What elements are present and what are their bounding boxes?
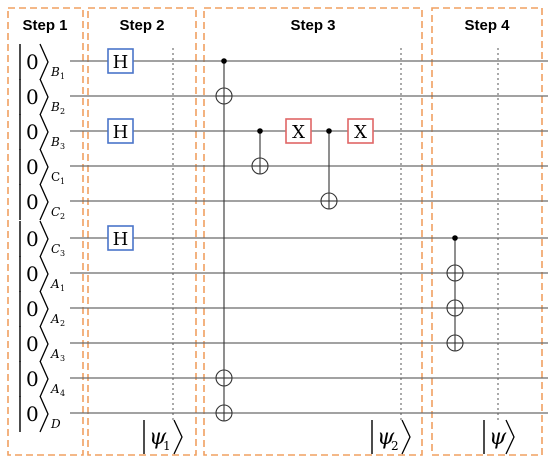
step-2-title: Step 2 <box>119 17 164 34</box>
hadamard-gate-b1: H <box>107 48 134 74</box>
ket-subscript: A <box>50 382 60 396</box>
ket-c3: 0 C 3 <box>19 220 65 258</box>
control-dot <box>452 235 458 241</box>
ket-subscript: B <box>50 65 60 79</box>
x-label: X <box>354 122 367 143</box>
ket-value: 0 <box>26 155 39 179</box>
step-4-box <box>431 7 543 456</box>
ket-subscript: B <box>50 135 60 149</box>
ket-subscript-index: 1 <box>60 72 65 81</box>
ket-value: 0 <box>26 262 39 286</box>
hadamard-gate-c3: H <box>107 225 134 251</box>
step-4-title: Step 4 <box>464 17 510 34</box>
ket-subscript-index: 2 <box>60 319 65 328</box>
ket-value: 0 <box>26 85 39 109</box>
ket-subscript: A <box>50 312 60 326</box>
hadamard-label: H <box>113 52 129 73</box>
control-dot <box>221 58 227 64</box>
step-1-box <box>7 7 84 456</box>
ket-subscript-index: 1 <box>60 284 65 293</box>
cnot-c3 <box>446 235 464 352</box>
ket-subscript-index: 3 <box>60 249 65 258</box>
ket-d: 0 D <box>19 395 61 433</box>
hadamard-gates: H H H <box>107 48 134 251</box>
state-psi1: ψ 1 <box>143 419 183 455</box>
ket-value: 0 <box>26 367 39 391</box>
target-c2 <box>320 192 338 210</box>
hadamard-gate-b3: H <box>107 118 134 144</box>
ket-a4: 0 A 4 <box>19 360 65 398</box>
ket-value: 0 <box>26 297 39 321</box>
target-a1 <box>446 264 464 282</box>
target-a3 <box>446 334 464 352</box>
control-dot <box>257 128 263 134</box>
ket-subscript: A <box>50 347 60 361</box>
state-psi2: ψ 2 <box>371 419 411 455</box>
ket-value: 0 <box>26 120 39 144</box>
psi-subscript: 1 <box>163 439 171 453</box>
ket-subscript-index: 3 <box>60 142 65 151</box>
ket-b2: 0 B 2 <box>19 78 65 116</box>
state-psi: ψ <box>483 419 515 455</box>
state-labels: ψ 1 ψ 2 ψ <box>143 419 515 455</box>
ket-subscript: C <box>51 205 60 219</box>
step-boxes <box>7 7 543 456</box>
ket-subscript: A <box>50 277 60 291</box>
x-label: X <box>292 122 305 143</box>
target-b2 <box>215 87 233 105</box>
ket-value: 0 <box>26 402 39 426</box>
cnot-b1 <box>215 58 233 422</box>
x-gates: X X <box>285 118 374 144</box>
ket-value: 0 <box>26 332 39 356</box>
ket-subscript: D <box>50 417 61 431</box>
step-titles: Step 1 Step 2 Step 3 Step 4 <box>22 17 510 34</box>
psi-symbol: ψ <box>377 425 395 450</box>
ket-subscript-index: 2 <box>60 212 65 221</box>
step-1-title: Step 1 <box>22 17 67 34</box>
step-3-title: Step 3 <box>290 17 335 34</box>
psi-subscript: 2 <box>391 439 399 453</box>
ket-c1: 0 C 1 <box>19 148 65 186</box>
ket-subscript-index: 1 <box>60 177 65 186</box>
target-c1 <box>251 157 269 175</box>
ket-subscript: B <box>50 100 60 114</box>
ket-value: 0 <box>26 190 39 214</box>
separators <box>172 48 499 422</box>
ket-subscript-index: 2 <box>60 107 65 116</box>
ket-b1: 0 B 1 <box>19 43 65 81</box>
x-gate-2: X <box>347 118 374 144</box>
control-dot <box>326 128 332 134</box>
step-2-box <box>87 7 197 456</box>
target-d <box>215 404 233 422</box>
ket-a1: 0 A 1 <box>19 255 65 293</box>
ket-subscript: C <box>51 242 60 256</box>
input-kets: 0 B 1 0 B 2 0 B 3 0 C 1 0 <box>19 43 65 433</box>
ket-b3: 0 B 3 <box>19 113 65 151</box>
ket-subscript-index: 3 <box>60 354 65 363</box>
cnot-b3-c1 <box>251 128 269 175</box>
ket-c2: 0 C 2 <box>19 183 65 221</box>
ket-subscript: C <box>51 170 60 184</box>
ket-value: 0 <box>26 50 39 74</box>
ket-a3: 0 A 3 <box>19 325 65 363</box>
x-gate-1: X <box>285 118 312 144</box>
psi-symbol: ψ <box>149 425 167 450</box>
step-3-box <box>203 7 423 456</box>
ket-value: 0 <box>26 227 39 251</box>
ket-a2: 0 A 2 <box>19 290 65 328</box>
wires <box>70 60 548 414</box>
ket-subscript-index: 4 <box>60 389 65 398</box>
hadamard-label: H <box>113 122 129 143</box>
target-a4 <box>215 369 233 387</box>
cnot-b3-c2 <box>320 128 338 210</box>
psi-symbol: ψ <box>489 425 507 450</box>
hadamard-label: H <box>113 229 129 250</box>
target-a2 <box>446 299 464 317</box>
